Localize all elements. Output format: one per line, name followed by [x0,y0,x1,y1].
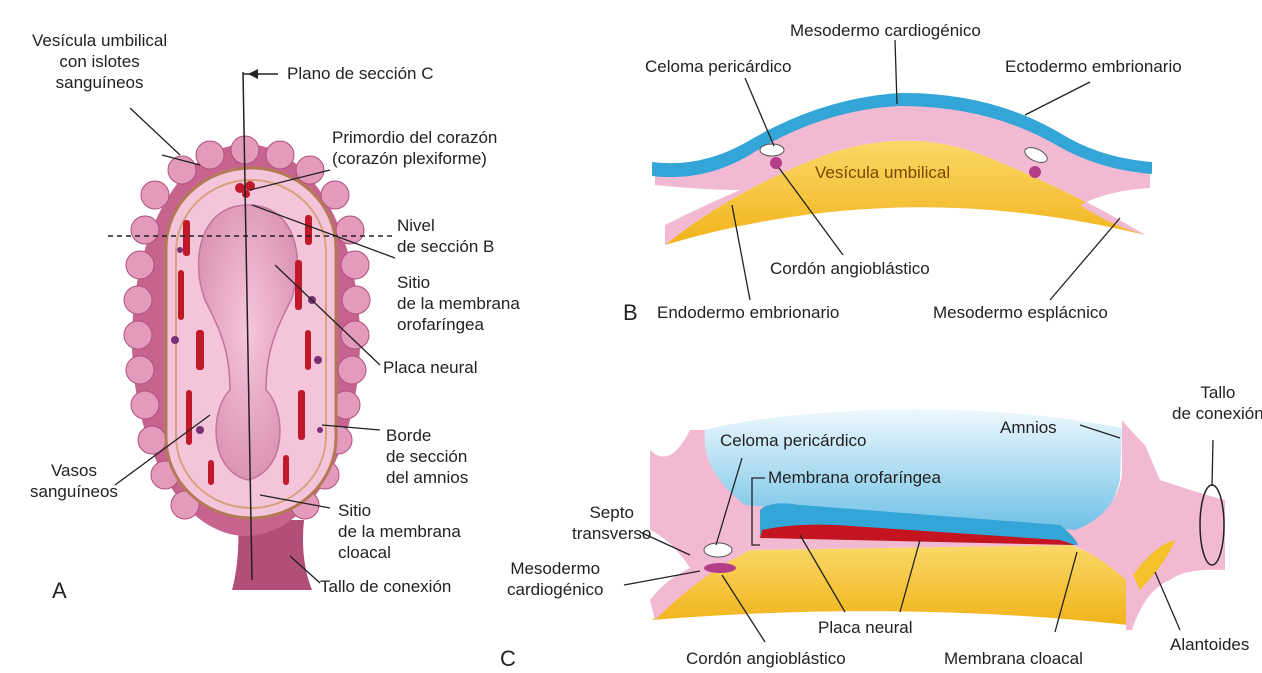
label-primordio-corazon: Primordio del corazón (corazón plexiform… [332,127,497,169]
label-borde-amnios: Borde de sección del amnios [386,425,468,488]
label-celoma-pericardico-c: Celoma pericárdico [720,430,866,451]
label-mesodermo-esplacnico: Mesodermo esplácnico [933,302,1108,323]
label-sitio-membrana-orofaringea: Sitio de la membrana orofaríngea [397,272,520,335]
panel-label-a: A [52,578,67,604]
label-line: Vasos [30,460,118,481]
label-septo-transverso: Septo transverso [572,502,651,544]
panel-label-c: C [500,646,516,672]
label-line: con islotes [32,51,167,72]
panel-c-drawing [624,409,1225,642]
label-cordon-angioblastico-b: Cordón angioblástico [770,258,930,279]
label-line: de sección B [397,236,494,257]
label-line: de sección [386,446,468,467]
label-line: (corazón plexiforme) [332,148,497,169]
label-vesicula-umbilical-a: Vesícula umbilical con islotes sanguíneo… [32,30,167,93]
label-line: orofaríngea [397,314,520,335]
label-mesodermo-cardiogenico-c: Mesodermo cardiogénico [507,558,603,600]
panel-label-b: B [623,300,638,326]
pericardial-coelom-b-left [760,144,784,156]
label-line: de la membrana [397,293,520,314]
label-line: Primordio del corazón [332,127,497,148]
label-plano-seccion-c: Plano de sección C [287,63,433,84]
label-line: Nivel [397,215,494,236]
label-cordon-angioblastico-c: Cordón angioblástico [686,648,846,669]
label-endodermo-embrionario: Endodermo embrionario [657,302,839,323]
label-line: de la membrana [338,521,461,542]
label-celoma-pericardico-b: Celoma pericárdico [645,56,791,77]
label-line: Septo [572,502,651,523]
label-alantoides: Alantoides [1170,634,1249,655]
label-placa-neural-c: Placa neural [818,617,913,638]
pericardial-coelom-c [704,543,732,557]
label-tallo-conexion-c: Tallo de conexión [1172,382,1262,424]
label-placa-neural-a: Placa neural [383,357,478,378]
label-amnios: Amnios [1000,417,1057,438]
label-line: Sitio [338,500,461,521]
label-membrana-orofaringea-c: Membrana orofaríngea [768,467,941,488]
label-line: sanguíneos [30,481,118,502]
label-vesicula-umbilical-b: Vesícula umbilical [815,163,950,183]
label-line: Tallo [1172,382,1262,403]
label-line: Borde [386,425,468,446]
label-line: Sitio [397,272,520,293]
label-nivel-seccion-b: Nivel de sección B [397,215,494,257]
label-line: cardiogénico [507,579,603,600]
angioblastic-cord-b-left [770,157,782,169]
label-line: sanguíneos [32,72,167,93]
label-sitio-membrana-cloacal: Sitio de la membrana cloacal [338,500,461,563]
label-mesodermo-cardiogenico-b: Mesodermo cardiogénico [790,20,981,41]
label-line: Mesodermo [507,558,603,579]
label-line: transverso [572,523,651,544]
label-line: de conexión [1172,403,1262,424]
angioblastic-cord-c [704,563,736,573]
label-line: Vesícula umbilical [32,30,167,51]
angioblastic-cord-b-right [1029,166,1041,178]
label-ectodermo-embrionario: Ectodermo embrionario [1005,56,1182,77]
label-tallo-conexion-a: Tallo de conexión [320,576,451,597]
label-vasos-sanguineos: Vasos sanguíneos [30,460,118,502]
label-membrana-cloacal-c: Membrana cloacal [944,648,1083,669]
label-line: del amnios [386,467,468,488]
label-line: cloacal [338,542,461,563]
